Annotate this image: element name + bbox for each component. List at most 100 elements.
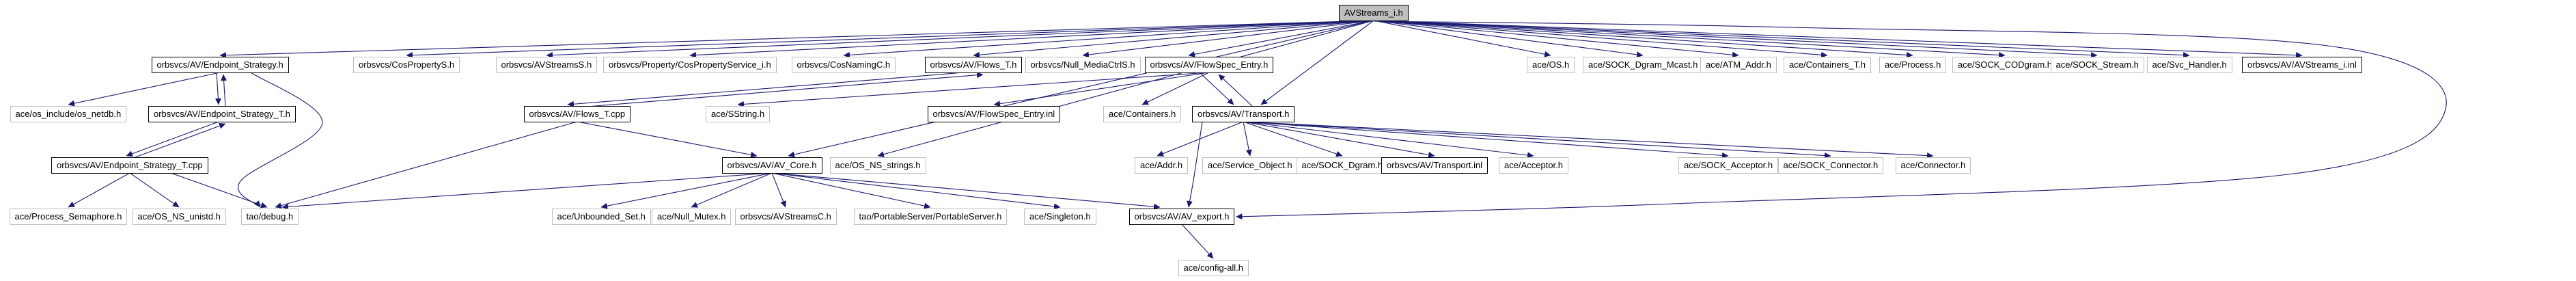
- include-edge-root-to-sstream: [1373, 20, 2098, 59]
- include-edge-root-to-svch: [1373, 20, 2190, 59]
- include-edge-fse_h-to-fse_inl: [993, 72, 1210, 107]
- include-edge-root-to-cont_t: [1373, 20, 1828, 58]
- include-edge-root-to-avstreamss: [546, 20, 1374, 59]
- graph-node-eps_t_h[interactable]: orbsvcs/AV/Endpoint_Strategy_T.h: [148, 106, 296, 123]
- include-edge-transport_h-to-av_export: [1187, 121, 1203, 208]
- include-edge-root-to-cosprops: [406, 20, 1374, 59]
- graph-node-svch: ace/Svc_Handler.h: [2146, 57, 2232, 74]
- graph-node-sstream: ace/SOCK_Stream.h: [2050, 57, 2144, 74]
- include-edge-root-to-atm: [1373, 20, 1739, 58]
- include-edge-root-to-sdm: [1373, 20, 1644, 58]
- graph-node-cosnamingc: orbsvcs/CosNamingC.h: [791, 57, 896, 74]
- graph-node-av_export[interactable]: orbsvcs/AV/AV_export.h: [1128, 209, 1235, 226]
- include-edge-eps_t_cpp-to-procsem: [68, 172, 130, 208]
- include-edge-root-to-osns_str: [877, 20, 1374, 157]
- graph-node-avsinl[interactable]: orbsvcs/AV/AVStreams_i.inl: [2242, 57, 2362, 74]
- include-edge-transport_h-to-transport_inl: [1243, 121, 1435, 158]
- graph-node-procsem: ace/Process_Semaphore.h: [9, 209, 128, 226]
- graph-node-fse_inl[interactable]: orbsvcs/AV/FlowSpec_Entry.inl: [927, 106, 1061, 123]
- graph-node-fse_h[interactable]: orbsvcs/AV/FlowSpec_Entry.h: [1144, 57, 1274, 74]
- graph-node-cpsi: orbsvcs/Property/CosPropertyService_i.h: [603, 57, 777, 74]
- include-edge-root-to-eps_h: [219, 20, 1374, 59]
- include-edge-eps_h-to-debug: [238, 72, 323, 208]
- include-edge-root-to-codgram: [1373, 20, 2006, 58]
- graph-node-sstring: ace/SString.h: [706, 106, 771, 123]
- include-edge-av_core-to-avstreamsc: [771, 172, 786, 208]
- include-edge-root-to-cosnamingc: [843, 20, 1374, 58]
- include-edge-flows_t_h-to-flows_t_cpp: [567, 72, 965, 107]
- graph-node-acceptor: ace/Acceptor.h: [1499, 157, 1568, 174]
- include-edge-transport_h-to-sockacc: [1243, 121, 1729, 159]
- graph-node-sockdgram: ace/SOCK_Dgram.h: [1296, 157, 1388, 174]
- graph-node-osns_str: ace/OS_NS_strings.h: [829, 157, 926, 174]
- graph-node-transport_h[interactable]: orbsvcs/AV/Transport.h: [1192, 106, 1295, 123]
- include-edge-eps_h-to-eps_t_h: [214, 72, 221, 105]
- graph-node-addr: ace/Addr.h: [1135, 157, 1189, 174]
- include-edge-eps_t_cpp-to-eps_t_h: [133, 122, 226, 159]
- include-edge-root-to-os_h: [1373, 20, 1551, 57]
- graph-node-sockconn: ace/SOCK_Connector.h: [1777, 157, 1884, 174]
- include-edge-av_core-to-singleton: [771, 172, 1061, 210]
- include-edge-av_core-to-nullmutex: [691, 172, 773, 208]
- graph-node-transport_inl[interactable]: orbsvcs/AV/Transport.inl: [1381, 157, 1488, 174]
- graph-node-nullmedia: orbsvcs/Null_MediaCtrlS.h: [1025, 57, 1141, 74]
- graph-node-os_h: ace/OS.h: [1527, 57, 1575, 74]
- include-edge-eps_t_h-to-eps_h: [221, 74, 227, 107]
- include-edge-flows_t_cpp-to-av_core: [577, 121, 758, 158]
- include-edge-root-to-av_core: [788, 20, 1374, 158]
- graph-node-osns_unistd: ace/OS_NS_unistd.h: [132, 209, 226, 226]
- graph-node-nullmutex: ace/Null_Mutex.h: [652, 209, 732, 226]
- graph-node-eps_t_cpp[interactable]: orbsvcs/AV/Endpoint_Strategy_T.cpp: [51, 157, 208, 174]
- include-edge-av_core-to-unbset: [600, 172, 773, 209]
- graph-node-svcobj: ace/Service_Object.h: [1202, 157, 1298, 174]
- include-edge-eps_t_cpp-to-osns_unistd: [129, 172, 180, 208]
- include-edge-transport_h-to-addr: [1157, 121, 1244, 157]
- graph-node-avstreamss: orbsvcs/AVStreamsS.h: [495, 57, 598, 74]
- graph-node-sockacc: ace/SOCK_Acceptor.h: [1678, 157, 1779, 174]
- graph-node-process: ace/Process.h: [1879, 57, 1947, 74]
- include-edge-transport_h-to-connector: [1243, 121, 1934, 159]
- graph-node-netdb: ace/os_include/os_netdb.h: [10, 106, 127, 123]
- graph-node-portserver: tao/PortableServer/PortableServer.h: [853, 209, 1008, 226]
- include-edge-eps_t_cpp-to-debug: [170, 172, 268, 209]
- include-edge-transport_h-to-fse_h: [1218, 74, 1254, 107]
- include-edge-flows_t_cpp-to-debug: [275, 121, 578, 209]
- include-edge-root-to-av_export: [1236, 21, 2447, 220]
- graph-node-eps_h[interactable]: orbsvcs/AV/Endpoint_Strategy.h: [151, 57, 289, 74]
- include-edge-av_core-to-av_export: [771, 172, 1161, 210]
- include-edge-fse_h-to-containers: [1141, 72, 1210, 105]
- include-edge-root-to-flows_t_h: [973, 20, 1374, 58]
- include-edge-transport_h-to-svcobj: [1243, 121, 1252, 157]
- graph-node-atm: ace/ATM_Addr.h: [1700, 57, 1777, 74]
- include-edge-av_export-to-configall: [1181, 224, 1214, 259]
- graph-node-sdm: ace/SOCK_Dgram_Mcast.h: [1583, 57, 1704, 74]
- include-edge-eps_h-to-netdb: [68, 72, 221, 107]
- include-edge-av_core-to-portserver: [771, 172, 931, 209]
- include-edge-transport_h-to-sockdgram: [1243, 121, 1343, 157]
- include-edge-av_core-to-debug: [281, 172, 773, 210]
- graph-node-debug: tao/debug.h: [240, 209, 299, 226]
- include-edge-root-to-transport_h: [1260, 20, 1374, 105]
- graph-node-avstreamsc: orbsvcs/AVStreamsC.h: [734, 209, 837, 226]
- include-edge-transport_h-to-acceptor: [1243, 121, 1534, 159]
- graph-node-containers: ace/Containers.h: [1103, 106, 1182, 123]
- include-edge-flows_t_cpp-to-flows_t_h: [586, 72, 984, 107]
- include-edge-root-to-cpsi: [689, 20, 1374, 59]
- graph-node-flows_t_h[interactable]: orbsvcs/AV/Flows_T.h: [924, 57, 1023, 74]
- graph-node-root: AVStreams_i.h: [1339, 5, 1409, 22]
- include-edge-eps_t_h-to-eps_t_cpp: [126, 121, 219, 157]
- graph-node-cosprops: orbsvcs/CosPropertyS.h: [353, 57, 460, 74]
- include-edge-root-to-avsinl: [1373, 20, 2303, 59]
- graph-node-flows_t_cpp[interactable]: orbsvcs/AV/Flows_T.cpp: [523, 106, 631, 123]
- graph-node-codgram: ace/SOCK_CODgram.h: [1952, 57, 2058, 74]
- include-edge-transport_h-to-sockconn: [1243, 121, 1831, 159]
- include-edge-fse_h-to-sstring: [737, 72, 1210, 107]
- graph-node-av_core[interactable]: orbsvcs/AV/AV_Core.h: [721, 157, 822, 174]
- graph-node-unbset: ace/Unbounded_Set.h: [551, 209, 651, 226]
- include-edge-root-to-process: [1373, 20, 1913, 58]
- graph-node-singleton: ace/Singleton.h: [1024, 209, 1096, 226]
- include-edge-root-to-nullmedia: [1082, 20, 1374, 58]
- graph-node-configall: ace/config-all.h: [1178, 260, 1249, 277]
